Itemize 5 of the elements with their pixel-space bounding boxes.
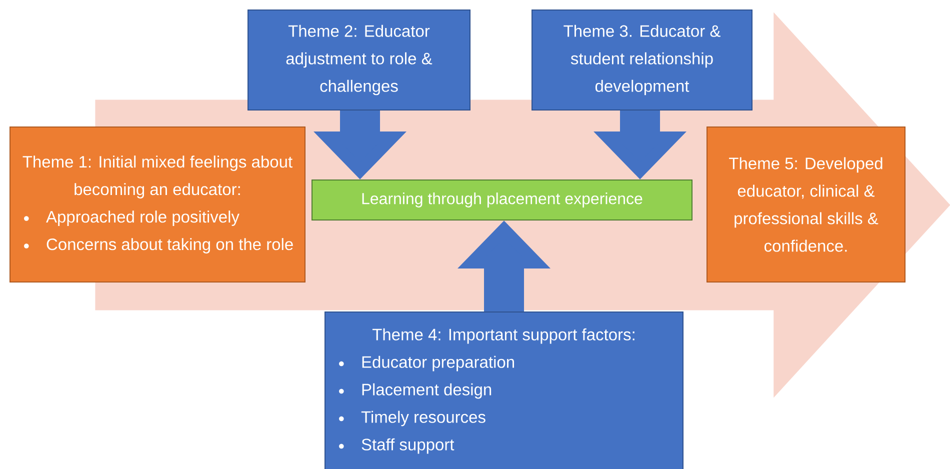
theme-box: Theme 4: Important support factors: Educator preparation Placement design Timely resources Staff support bbox=[324, 312, 684, 469]
learning-box: Learning through placement experience bbox=[312, 180, 692, 220]
theme-box: Theme 3. Educator & student relationship development bbox=[532, 10, 752, 110]
theme-box: Theme 1: Initial mixed feelings about becoming an educator: Approached role positively Concerns about taking on the role bbox=[10, 126, 306, 282]
theme-box: Theme 2: Educator adjustment to role & challenges bbox=[248, 10, 470, 110]
